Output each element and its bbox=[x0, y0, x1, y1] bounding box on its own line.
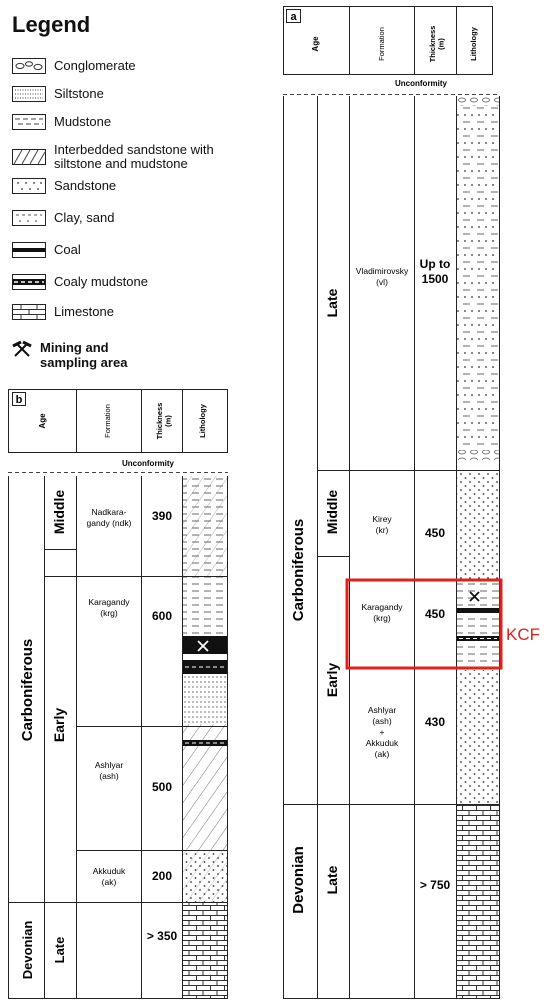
legend-item-siltstone: Siltstone bbox=[12, 84, 104, 104]
header-age: Age bbox=[38, 413, 47, 429]
epoch-early-b: Early bbox=[51, 708, 67, 742]
thickness-value: 600 bbox=[152, 609, 172, 623]
legend-label: Conglomerate bbox=[54, 58, 136, 73]
legend-label: Siltstone bbox=[54, 86, 104, 101]
legend-item-mudstone: Mudstone bbox=[12, 112, 111, 132]
legend-item-clay-sand: Clay, sand bbox=[12, 208, 114, 228]
interbedded-pattern-icon bbox=[12, 149, 46, 165]
epoch-middle-a: Middle bbox=[324, 490, 340, 535]
legend-item-coaly-mudstone: Coaly mudstone bbox=[12, 272, 148, 292]
mudstone-pattern-icon bbox=[12, 114, 46, 130]
coal-pattern-icon bbox=[12, 242, 46, 258]
formations-a: Vladimirovsky(vl) Kirey(kr) Karagandy(kr… bbox=[356, 266, 409, 759]
thickness-value: 450 bbox=[425, 607, 445, 621]
legend-label: Coaly mudstone bbox=[54, 274, 148, 289]
formation-label: Ashlyar(ash) bbox=[95, 760, 124, 781]
panel-label-b: b bbox=[16, 394, 23, 406]
legend-item-limestone: Limestone bbox=[12, 302, 114, 322]
legend-item-coal: Coal bbox=[12, 240, 81, 260]
mining-area-label: Mining and sampling area bbox=[40, 340, 128, 370]
legend-title: Legend bbox=[12, 12, 91, 37]
epoch-late-a1: Late bbox=[324, 288, 340, 317]
formations-b: Nadkara-gandy (ndk) Karagandy(krg) Ashly… bbox=[87, 507, 132, 887]
unconformity-label-b: Unconformity bbox=[122, 459, 175, 468]
epoch-early-a: Early bbox=[324, 663, 340, 697]
formation-label: Akkuduk(ak) bbox=[93, 866, 126, 887]
period-devonian-a: Devonian bbox=[290, 846, 307, 914]
epoch-late-b: Late bbox=[52, 937, 67, 964]
formation-label: Nadkara-gandy (ndk) bbox=[87, 507, 132, 528]
unconformity-label-a: Unconformity bbox=[395, 79, 448, 88]
epoch-middle-b: Middle bbox=[51, 490, 67, 535]
legend-label: Clay, sand bbox=[54, 210, 115, 225]
legend-item-interbedded: Interbedded sandstone with siltstone and… bbox=[12, 142, 214, 172]
coaly-mudstone-pattern-icon bbox=[12, 274, 46, 290]
period-carboniferous-a: Carboniferous bbox=[290, 519, 307, 622]
legend-label: Interbedded sandstone with siltstone and… bbox=[54, 142, 214, 171]
panel-label-a: a bbox=[290, 11, 297, 23]
thickness-b: 390 600 500 200 > 350 bbox=[147, 509, 178, 943]
thickness-value: 390 bbox=[152, 509, 172, 523]
formation-label: Karagandy(krg) bbox=[88, 597, 130, 618]
header-age: Age bbox=[311, 36, 320, 52]
formation-label: Ashlyar(ash)+Akkuduk(ak) bbox=[366, 705, 399, 759]
kcf-highlight-box bbox=[345, 578, 503, 670]
thickness-value: 200 bbox=[152, 869, 172, 883]
period-carboniferous-b: Carboniferous bbox=[19, 639, 36, 742]
clay-sand-pattern-icon bbox=[12, 210, 46, 226]
siltstone-pattern-icon bbox=[12, 86, 46, 102]
epoch-late-a2: Late bbox=[324, 865, 340, 894]
legend-item-conglomerate: Conglomerate bbox=[12, 56, 136, 76]
legend-label: Limestone bbox=[54, 304, 114, 319]
kcf-label: KCF bbox=[506, 625, 540, 644]
legend-label: Coal bbox=[54, 242, 81, 257]
thickness-value: 450 bbox=[425, 526, 445, 540]
header-formation: Formation bbox=[103, 404, 112, 438]
formation-label: Vladimirovsky(vl) bbox=[356, 266, 409, 287]
header-thickness: Thickness(m) bbox=[155, 403, 173, 440]
header-formation: Formation bbox=[377, 27, 386, 61]
legend-label: Sandstone bbox=[54, 178, 117, 193]
pickaxe-hammer-icon bbox=[12, 340, 32, 357]
header-thickness: Thickness(m) bbox=[428, 26, 446, 63]
conglomerate-pattern-icon bbox=[12, 58, 46, 74]
limestone-pattern-icon bbox=[12, 304, 46, 320]
legend-item-mining: Mining and sampling area bbox=[12, 340, 127, 370]
thickness-value: > 750 bbox=[420, 878, 451, 892]
thickness-value: 430 bbox=[425, 715, 445, 729]
thickness-value: 500 bbox=[152, 780, 172, 794]
legend-item-sandstone: Sandstone bbox=[12, 176, 116, 196]
formation-label: Karagandy(krg) bbox=[361, 602, 403, 623]
header-lithology: Lithology bbox=[198, 403, 207, 438]
formation-label: Kirey(kr) bbox=[372, 514, 392, 535]
period-devonian-b: Devonian bbox=[20, 921, 35, 980]
header-lithology: Lithology bbox=[469, 26, 478, 61]
legend-label: Mudstone bbox=[54, 114, 112, 129]
sandstone-pattern-icon bbox=[12, 178, 46, 194]
thickness-value: > 350 bbox=[147, 929, 178, 943]
